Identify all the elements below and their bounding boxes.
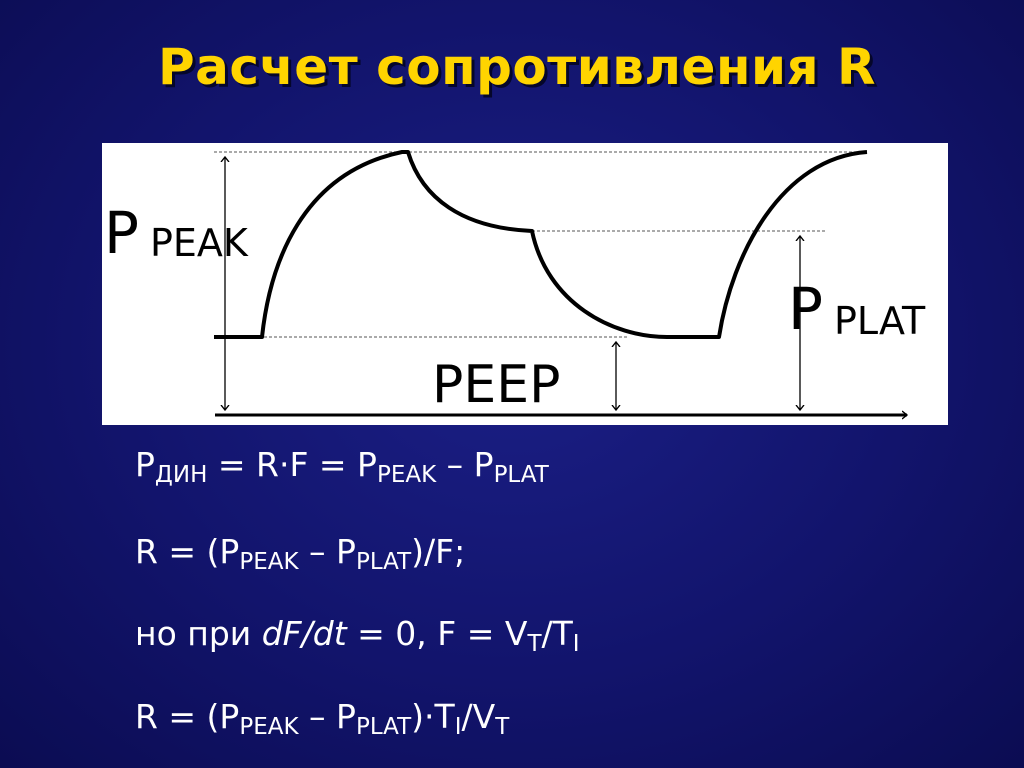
f3-text-2: = 0, F = V bbox=[346, 614, 528, 653]
f2-text-1: R = (P bbox=[135, 532, 240, 571]
f2-sub-1: PEAK bbox=[239, 549, 299, 575]
f2-text-3: )/F; bbox=[411, 532, 466, 571]
pressure-curve-panel: P PEAK P PLAT PEEP bbox=[102, 143, 948, 425]
f4-text-2: – P bbox=[298, 697, 356, 736]
f4-text-1: R = (P bbox=[135, 697, 240, 736]
peep-label: PEEP bbox=[432, 355, 560, 415]
pressure-waveform bbox=[214, 150, 868, 339]
pplat-label-p: P bbox=[788, 275, 823, 343]
f4-sub-1: PEAK bbox=[239, 714, 299, 740]
f1-text-2: = R bbox=[207, 445, 279, 484]
f1-dot: · bbox=[278, 445, 290, 484]
f3-italic: dF/dt bbox=[261, 614, 347, 653]
formula-line-1: PДИН = R·F = PPEAK – PPLAT bbox=[135, 445, 549, 488]
ppeak-label-p: P bbox=[104, 199, 139, 267]
f4-sub-2: PLAT bbox=[355, 714, 412, 740]
f1-sub-1: ДИН bbox=[154, 462, 208, 488]
f4-text-5: /V bbox=[461, 697, 496, 736]
f2-text-2: – P bbox=[298, 532, 356, 571]
f3-sub-1: T bbox=[527, 631, 542, 657]
f1-sub-2: PEAK bbox=[376, 462, 437, 488]
formula-line-4: R = (PPEAK – PPLAT)·TI/VT bbox=[135, 697, 509, 740]
pplat-label-sub: PLAT bbox=[834, 299, 926, 343]
f1-text-4: – P bbox=[436, 445, 494, 484]
f2-sub-2: PLAT bbox=[355, 549, 412, 575]
f4-text-4: T bbox=[434, 697, 455, 736]
f4-dot: · bbox=[424, 697, 435, 736]
ppeak-label-sub: PEAK bbox=[150, 221, 249, 265]
f3-text-1: но при bbox=[135, 614, 262, 653]
formula-line-3: но при dF/dt = 0, F = VT/TI bbox=[135, 614, 580, 657]
f4-sub-3: I bbox=[454, 714, 462, 740]
f1-text-1: P bbox=[135, 445, 155, 484]
f3-sub-2: I bbox=[572, 631, 580, 657]
f1-text-3: F = P bbox=[289, 445, 377, 484]
f4-text-3: ) bbox=[411, 697, 425, 736]
f3-text-3: /T bbox=[541, 614, 573, 653]
pressure-curve-diagram: P PEAK P PLAT PEEP bbox=[104, 150, 926, 425]
slide-title: Расчет сопротивления R bbox=[157, 38, 877, 96]
f1-sub-3: PLAT bbox=[493, 462, 549, 488]
f4-sub-4: T bbox=[495, 714, 510, 740]
formula-line-2: R = (PPEAK – PPLAT)/F; bbox=[135, 532, 465, 575]
